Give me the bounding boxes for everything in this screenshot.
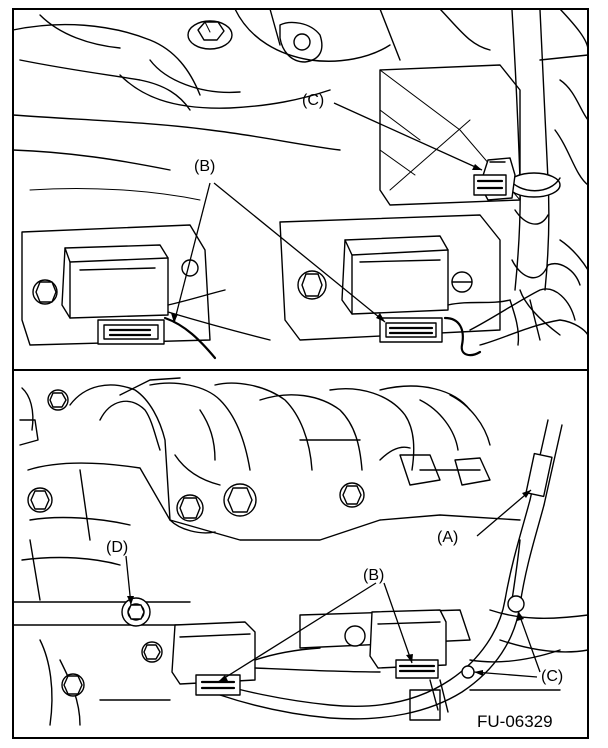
top-leaders xyxy=(171,102,483,324)
intake-manifold xyxy=(69,377,491,534)
callout-c-top: (C) xyxy=(302,92,324,109)
top-panel: (B) (C) xyxy=(12,8,589,360)
callout-c-bottom: (C) xyxy=(541,668,563,685)
bottom-center-connector xyxy=(299,609,471,679)
callout-b-top: (B) xyxy=(194,158,215,175)
left-coil-bracket xyxy=(21,224,211,346)
left-coil-connector xyxy=(61,244,169,345)
casting-outline xyxy=(12,23,201,96)
left-studs xyxy=(19,387,69,513)
callout-d: (D) xyxy=(106,539,128,556)
fuel-line-a xyxy=(504,419,563,606)
cylinder-head xyxy=(21,439,521,601)
bottom-panel: (D) (B) (A) (C) FU-06329 xyxy=(12,377,589,731)
callout-a: (A) xyxy=(437,529,458,546)
vertical-hose xyxy=(507,9,561,291)
hose-clamp-c-bottom xyxy=(507,595,525,613)
figure-frame xyxy=(12,8,589,739)
bolt-top xyxy=(187,20,233,50)
figure-code: FU-06329 xyxy=(477,712,553,731)
callout-b-bottom: (B) xyxy=(363,567,384,584)
center-coil-bracket xyxy=(279,214,501,341)
harness-bracket-d xyxy=(12,597,191,627)
intake-panel xyxy=(379,64,521,206)
hose-clamp-c-top xyxy=(473,157,516,201)
bottom-left-connector xyxy=(141,621,256,696)
center-coil-connector xyxy=(341,235,449,343)
bottom-leaders xyxy=(125,489,541,683)
